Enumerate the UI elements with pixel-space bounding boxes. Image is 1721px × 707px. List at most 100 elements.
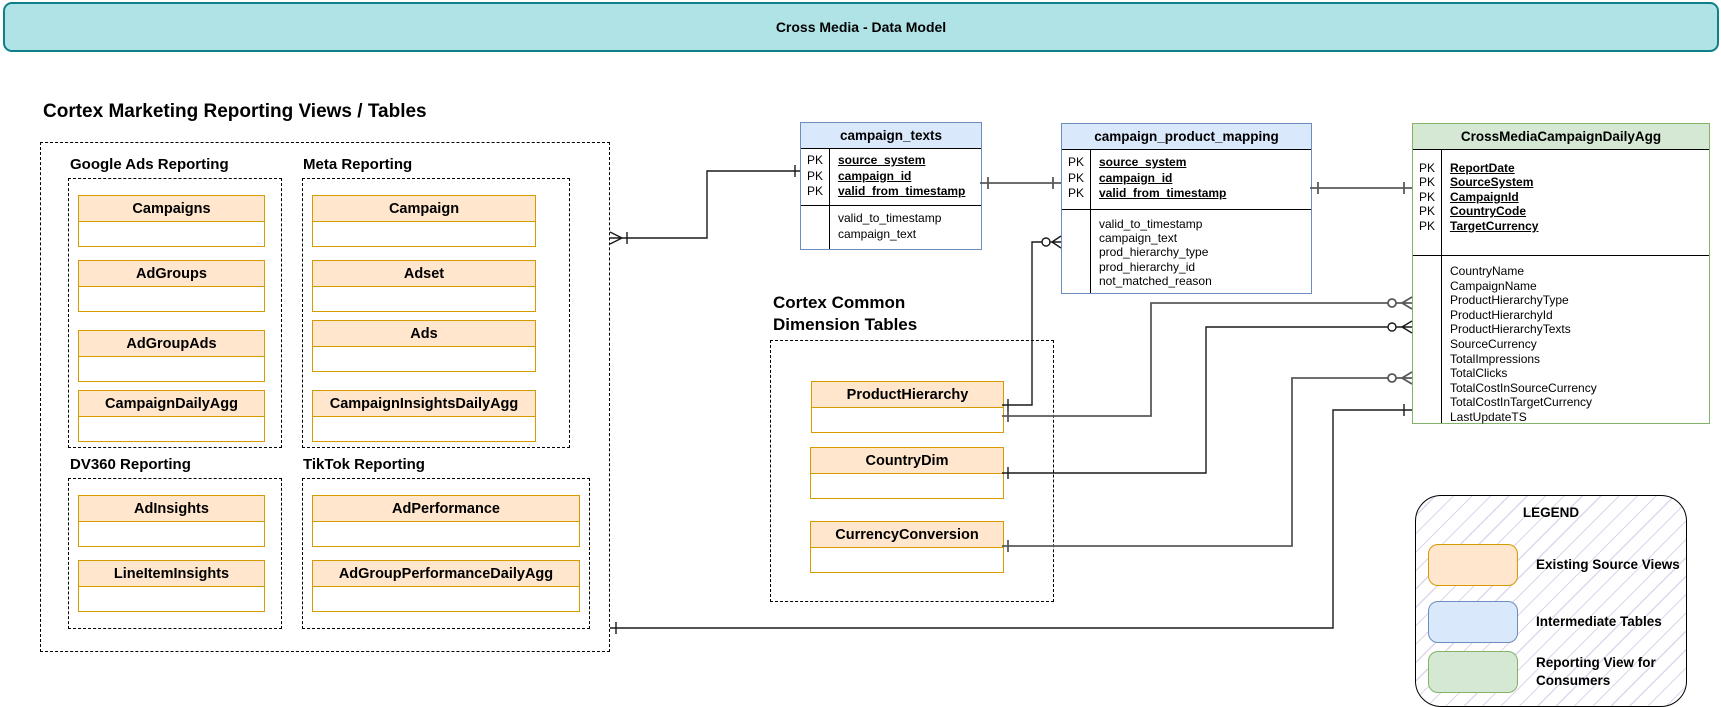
pk-column-divider <box>1441 149 1442 423</box>
source-table-lineiteminsights[interactable]: LineItemInsights <box>78 560 265 612</box>
dim-table-countrydim[interactable]: CountryDim <box>810 447 1004 499</box>
table-body <box>313 522 579 545</box>
pk-field: valid_from_timestamp <box>838 184 966 198</box>
source-table-campaigndailyagg[interactable]: CampaignDailyAgg <box>78 390 265 442</box>
connector-mapping-to-dailyagg <box>1310 182 1412 194</box>
group-label-tiktok: TikTok Reporting <box>303 456 425 473</box>
field-section: CountryName CampaignName ProductHierarch… <box>1413 256 1709 425</box>
connector-texts-to-mapping <box>980 177 1061 189</box>
table-body <box>79 587 264 610</box>
pk-tag: PK <box>1418 218 1435 233</box>
pk-field: valid_from_timestamp <box>1099 186 1227 200</box>
source-table-adset[interactable]: Adset <box>312 260 536 312</box>
field: CampaignName <box>1450 278 1537 293</box>
field: campaign_text <box>1099 231 1178 246</box>
table-title: ProductHierarchy <box>812 382 1003 408</box>
table-title: AdGroups <box>79 261 264 287</box>
connector-producthierarchy-to-dailyagg <box>1002 296 1413 422</box>
table-title: AdGroupPerformanceDailyAgg <box>313 561 579 587</box>
table-title: AdPerformance <box>313 496 579 522</box>
dimension-section-title: Cortex Common Dimension Tables <box>773 292 917 336</box>
dv360-group-box <box>68 478 282 629</box>
field-section: valid_to_timestamp campaign_text prod_hi… <box>1062 210 1311 288</box>
table-body <box>313 287 535 310</box>
table-title: CurrencyConversion <box>811 522 1003 548</box>
table-body <box>811 548 1003 571</box>
table-body <box>811 474 1003 497</box>
table-body <box>79 357 264 380</box>
legend-label: Existing Source Views <box>1536 557 1680 572</box>
er-table-title: campaign_texts <box>801 123 981 149</box>
pk-tag: PK <box>1067 170 1084 185</box>
table-title: Ads <box>313 321 535 347</box>
field: valid_to_timestamp <box>1099 217 1203 231</box>
table-title: CampaignInsightsDailyAgg <box>313 391 535 417</box>
source-table-adgroups[interactable]: AdGroups <box>78 260 265 312</box>
field: valid_to_timestamp <box>838 211 942 225</box>
table-title: Adset <box>313 261 535 287</box>
field: prod_hierarchy_id <box>1099 259 1196 274</box>
pk-field: CountryCode <box>1450 204 1526 219</box>
pk-tag: PK <box>1418 189 1435 204</box>
source-table-adinsights[interactable]: AdInsights <box>78 495 265 547</box>
pk-tag: PK <box>806 184 823 198</box>
legend-box: LEGEND Existing Source Views Intermediat… <box>1415 495 1687 707</box>
dim-table-producthierarchy[interactable]: ProductHierarchy <box>811 381 1004 433</box>
source-table-ads[interactable]: Ads <box>312 320 536 372</box>
field: ProductHierarchyId <box>1450 307 1553 322</box>
pk-tag: PK <box>1067 155 1084 169</box>
google-ads-group-box <box>68 178 282 448</box>
group-label-meta: Meta Reporting <box>303 156 413 173</box>
diagram-title: Cross Media - Data Model <box>775 19 947 35</box>
diagram-title-banner: Cross Media - Data Model <box>3 2 1719 52</box>
table-title: Campaigns <box>79 196 264 222</box>
table-body <box>313 587 579 610</box>
source-table-campaigns[interactable]: Campaigns <box>78 195 265 247</box>
section-divider <box>1062 209 1311 210</box>
legend-swatch-green <box>1428 651 1518 693</box>
source-table-campaigninsightsdailyagg[interactable]: CampaignInsightsDailyAgg <box>312 390 536 442</box>
table-body <box>79 287 264 310</box>
field: ProductHierarchyType <box>1450 293 1569 308</box>
table-title: AdGroupAds <box>79 331 264 357</box>
dimension-title-line1: Cortex Common <box>773 293 906 312</box>
section-divider <box>801 205 981 206</box>
legend-title: LEGEND <box>1522 505 1580 520</box>
field-section: valid_to_timestamp campaign_text <box>801 206 981 242</box>
source-table-adgroupperformancedailyagg[interactable]: AdGroupPerformanceDailyAgg <box>312 560 580 612</box>
legend-item-existing-source-views: Existing Source Views <box>1428 544 1686 586</box>
field: TotalImpressions <box>1450 351 1541 366</box>
legend-label: Intermediate Tables <box>1536 614 1662 629</box>
table-body <box>79 522 264 545</box>
pk-field: source_system <box>838 153 926 167</box>
dim-table-currencyconversion[interactable]: CurrencyConversion <box>810 521 1004 573</box>
legend-swatch-orange <box>1428 544 1518 586</box>
pk-field: campaign_id <box>1099 170 1173 185</box>
meta-group-box <box>302 178 570 448</box>
source-table-adperformance[interactable]: AdPerformance <box>312 495 580 547</box>
pk-column-divider <box>1090 149 1091 293</box>
field: TotalCostInSourceCurrency <box>1450 380 1597 395</box>
section-divider <box>1413 255 1709 256</box>
tiktok-group-box <box>302 478 590 629</box>
table-title: CampaignDailyAgg <box>79 391 264 417</box>
table-body <box>313 222 535 245</box>
source-table-campaign[interactable]: Campaign <box>312 195 536 247</box>
pk-field: TargetCurrency <box>1450 218 1539 233</box>
field: prod_hierarchy_type <box>1099 245 1209 260</box>
pk-tag: PK <box>1418 175 1435 190</box>
field: TotalCostInTargetCurrency <box>1450 395 1593 410</box>
source-table-adgroupads[interactable]: AdGroupAds <box>78 330 265 382</box>
dimension-title-line2: Dimension Tables <box>773 315 918 334</box>
pk-field: CampaignId <box>1450 189 1519 204</box>
pk-tag: PK <box>1418 161 1435 175</box>
pk-field: SourceSystem <box>1450 175 1534 190</box>
group-label-google-ads: Google Ads Reporting <box>70 156 229 173</box>
connector-views-to-campaign-texts <box>609 165 800 245</box>
